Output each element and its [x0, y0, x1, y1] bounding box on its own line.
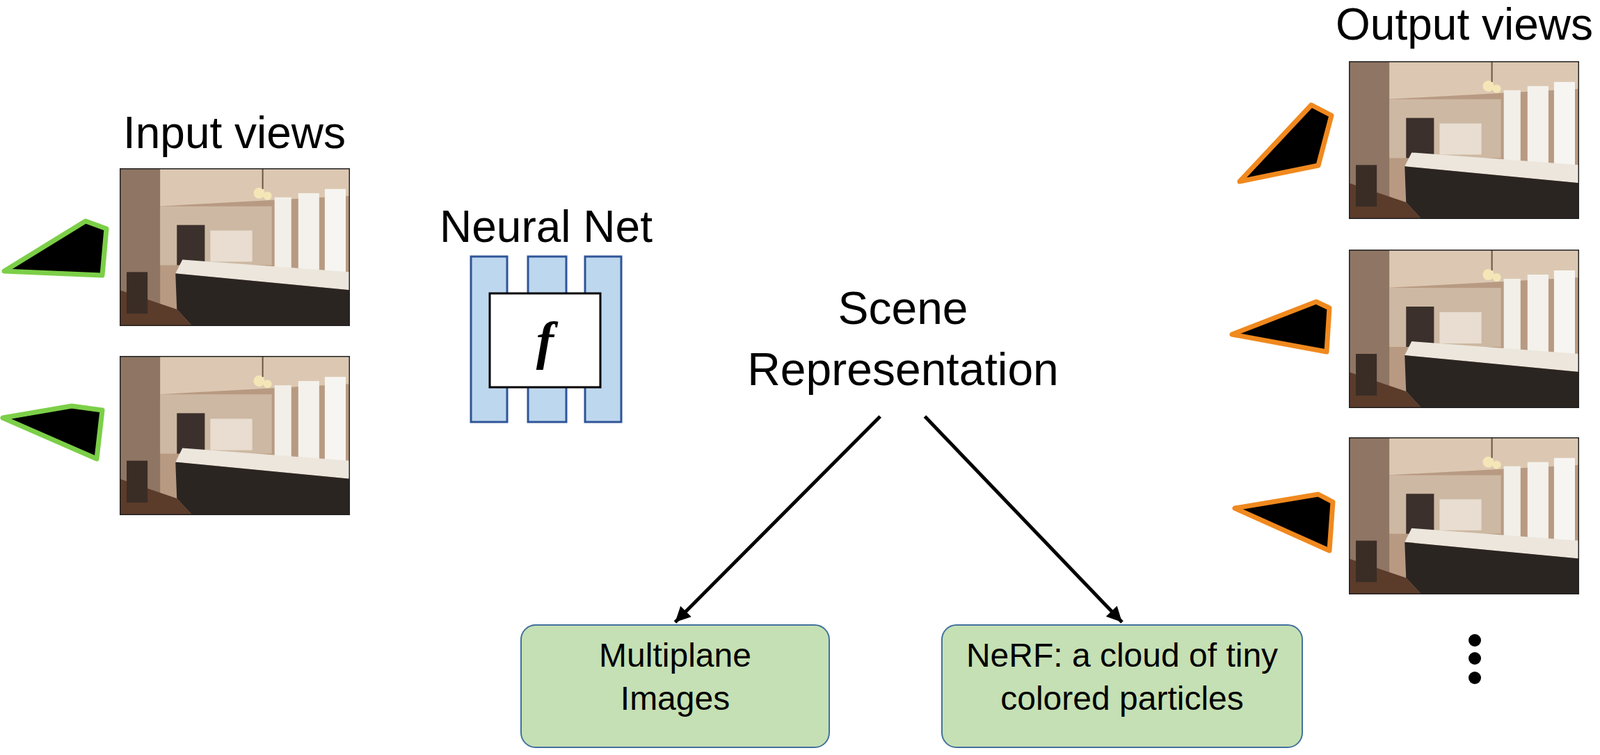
process-box: Multiplane Images: [520, 624, 830, 749]
camera-icon: [2, 406, 103, 460]
output-photo: [1348, 249, 1580, 409]
process-box: NeRF: a cloud of tiny colored particles: [941, 624, 1303, 749]
output-photo: [1348, 61, 1580, 220]
camera-icon: [1232, 301, 1330, 352]
function-box: [489, 293, 601, 388]
node-text: Scene Representation: [708, 277, 1098, 400]
arrow-connector: [925, 416, 1123, 623]
text-node: Scene Representation: [708, 277, 1098, 400]
camera-icon: [1234, 494, 1333, 551]
node-heading: Neural Net: [439, 202, 653, 252]
node-text: Multiplane Images: [560, 634, 791, 722]
arrow-connector: [675, 416, 881, 623]
input-photo: [119, 356, 350, 516]
view-label: Input views: [123, 108, 346, 158]
view-label: Output views: [1335, 0, 1594, 49]
node-text: NeRF: a cloud of tiny colored particles: [951, 634, 1293, 722]
ellipsis-dot: [1468, 634, 1482, 647]
camera-icon: [1239, 105, 1332, 182]
ellipsis-dot: [1468, 672, 1482, 685]
camera-icon: [4, 221, 107, 276]
ellipsis-dot: [1468, 652, 1482, 666]
network-icon: Neural Netf: [469, 255, 623, 424]
input-photo: [119, 168, 350, 327]
function-symbol: f: [489, 293, 601, 388]
output-photo: [1348, 437, 1580, 595]
